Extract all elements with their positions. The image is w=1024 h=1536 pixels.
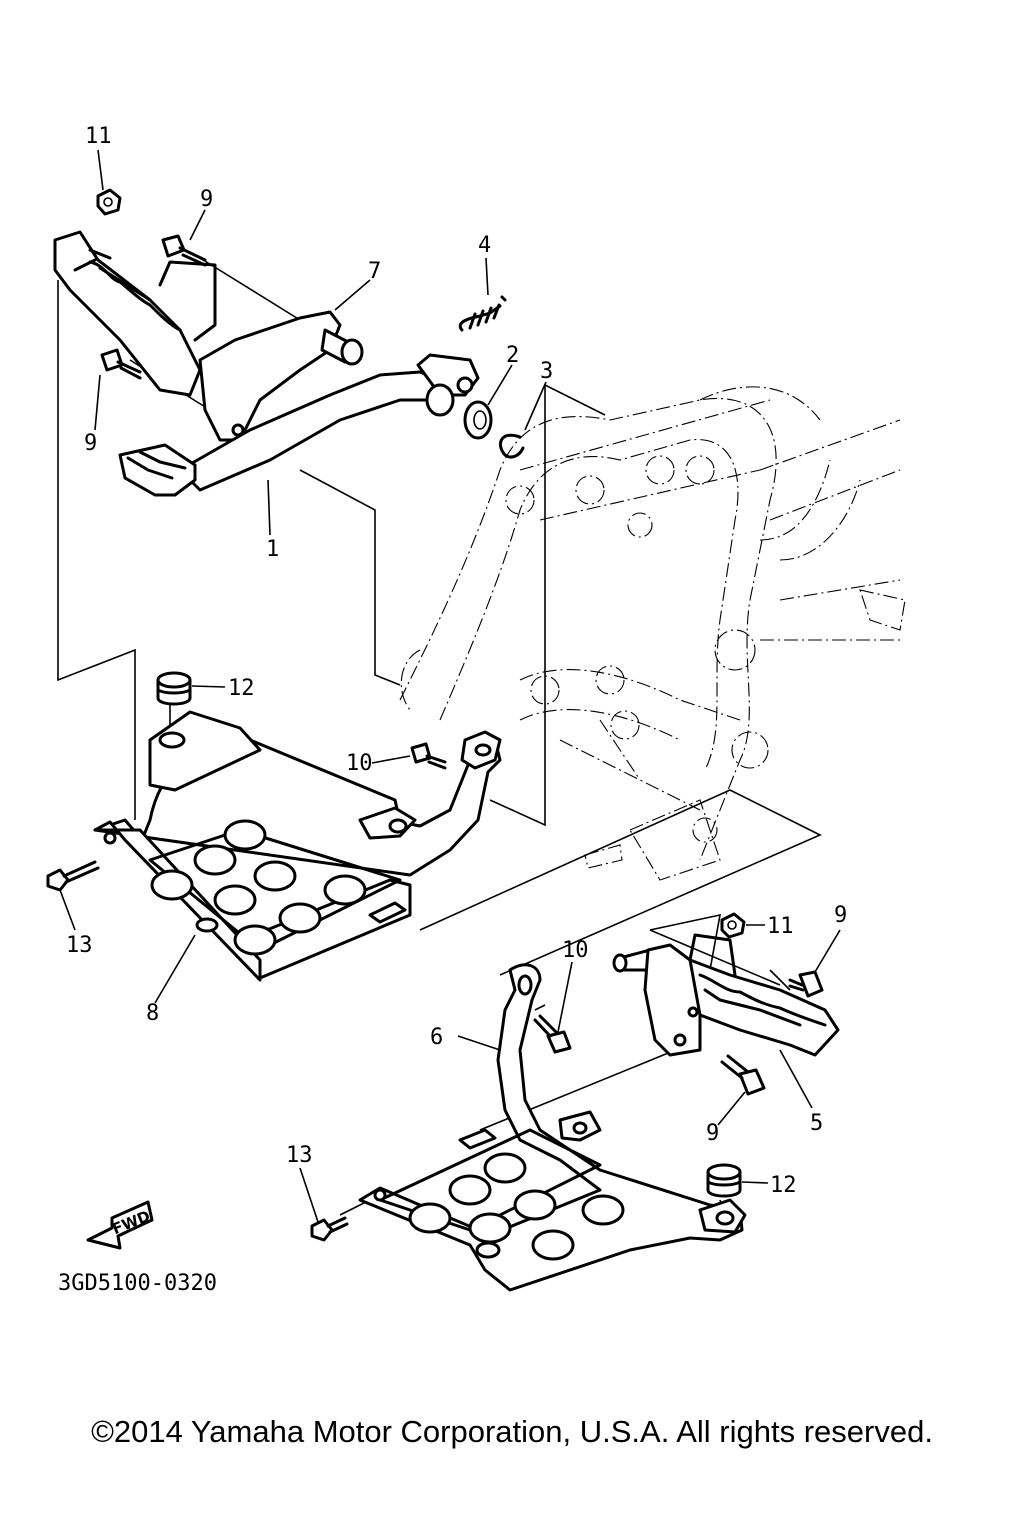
spring [458,295,507,332]
bolt-left-low [46,860,100,892]
step-plate-left [93,710,502,982]
bolt-center [533,1014,572,1054]
callout-3: 3 [540,359,553,384]
callout-9-top: 9 [200,187,213,212]
callout-2: 2 [506,343,519,368]
callout-7: 7 [368,259,381,284]
bolt-top [161,234,207,267]
nut-right [720,912,746,939]
part-code: 3GD5100-0320 [58,1271,217,1296]
callout-10-mid: 10 [346,751,373,776]
clip [499,433,525,459]
callout-6: 6 [430,1025,443,1050]
callout-9-right-low: 9 [706,1121,719,1146]
brake-pedal [118,353,480,497]
bolt-bottom [310,1216,349,1242]
bolt-right-top [788,970,824,998]
callout-9-right-top: 9 [834,903,847,928]
bolt-mid [410,742,447,770]
footrest-right [612,933,840,1057]
damper-top [156,671,192,706]
callout-4: 4 [478,233,491,258]
parts-diagram: FWD 11 9 7 4 2 3 9 1 12 10 13 8 [46,124,906,1296]
leader-lines [59,149,841,1223]
step-plate-right [358,963,747,1292]
callout-11-top: 11 [85,124,112,149]
callout-9-left: 9 [84,431,97,456]
frame-outline [399,386,906,881]
nut-top [96,188,122,216]
copyright-notice: ©2014 Yamaha Motor Corporation, U.S.A. A… [91,1414,933,1449]
damper-bottom [706,1163,742,1198]
callout-13-bottom: 13 [286,1143,313,1168]
bolt-left-mid [100,348,142,380]
footrest-bracket-left [53,230,364,442]
callout-13-left: 13 [66,933,93,958]
callout-5: 5 [810,1111,823,1136]
fwd-arrow: FWD [86,1200,154,1250]
callout-10-center: 10 [562,938,589,963]
bolt-right-low [720,1054,766,1096]
callout-labels: 11 9 7 4 2 3 9 1 12 10 13 8 11 9 10 6 5 … [58,124,847,1296]
callout-1: 1 [266,537,279,562]
washer [463,400,493,440]
callout-12-top: 12 [228,676,255,701]
callout-11-right: 11 [767,914,794,939]
callout-8: 8 [146,1001,159,1026]
callout-12-bottom: 12 [770,1173,797,1198]
